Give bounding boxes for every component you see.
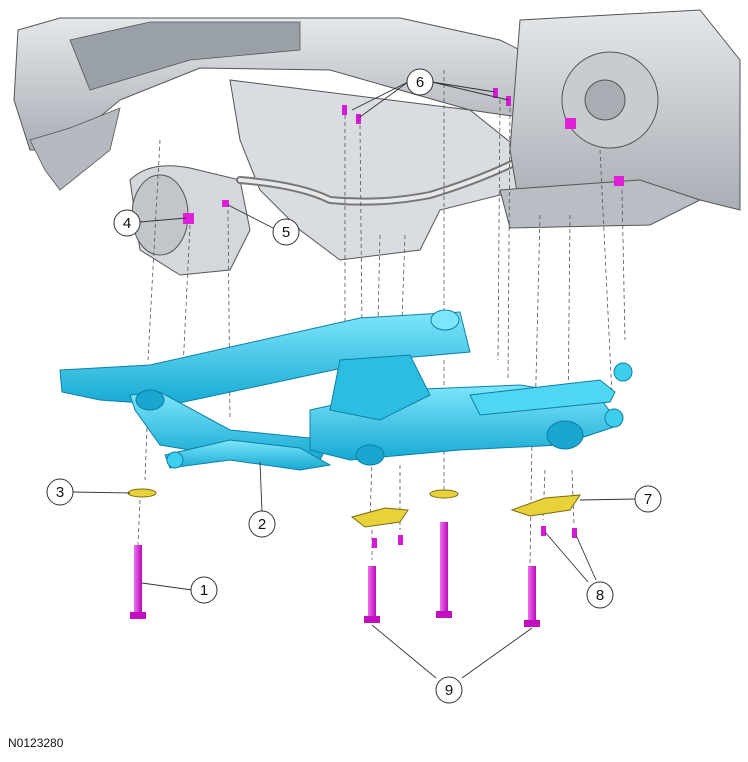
nut-right-lower [614, 176, 624, 186]
bolt-rear-left-head [364, 616, 380, 623]
bracket-right [510, 494, 581, 517]
callout-9: 9 [435, 676, 463, 704]
callout-4-label: 4 [123, 215, 131, 232]
callout-7: 7 [634, 485, 662, 513]
nut-right-upper [565, 118, 576, 129]
callout-2-label: 2 [258, 516, 266, 533]
left-brake-rotor [131, 174, 189, 256]
brackets-and-washers [127, 488, 581, 528]
bolt-long-center-head [436, 611, 452, 618]
leader-lines [71, 81, 637, 679]
steering-rack [469, 379, 616, 416]
right-rear-bushing [546, 420, 584, 450]
bolt-long-left-head [130, 612, 146, 619]
top-bolt-2 [356, 114, 361, 124]
top-bolt-3 [493, 88, 498, 98]
callout-6-label: 6 [416, 74, 424, 91]
front-subframe [59, 309, 633, 471]
stabilizer-bar-highlight [238, 138, 532, 204]
bolt-rear-left [368, 566, 376, 618]
callout-7-label: 7 [644, 491, 652, 508]
bolt-long-center [440, 522, 448, 614]
nut-left [183, 213, 194, 224]
bolt-rear-right-head [524, 620, 540, 627]
tie-rod-end-right [613, 362, 633, 382]
figure-id: N0123280 [8, 736, 64, 750]
callout-1: 1 [190, 576, 218, 604]
subframe-center-rail [329, 354, 431, 421]
tie-rod-end-right-2 [604, 408, 624, 428]
left-front-mount [135, 389, 165, 411]
bracket-center [350, 507, 409, 528]
nut-link-left [222, 200, 229, 207]
callout-4: 4 [113, 209, 141, 237]
washer-left [127, 488, 157, 498]
vehicle-front-body [13, 9, 741, 276]
bolt-long-left [134, 545, 142, 615]
callout-8: 8 [586, 581, 614, 609]
callout-9-label: 9 [445, 682, 453, 699]
fasteners [130, 88, 624, 627]
callout-3-label: 3 [56, 484, 64, 501]
callout-8-label: 8 [596, 587, 604, 604]
left-ball-joint [166, 451, 184, 469]
small-bolt-4 [572, 528, 577, 538]
right-hub [584, 79, 626, 121]
callout-5: 5 [272, 218, 300, 246]
callout-1-label: 1 [200, 582, 208, 599]
small-bolt-3 [541, 526, 546, 536]
top-bolt-4 [506, 96, 511, 106]
callout-6: 6 [406, 68, 434, 96]
washer-center [429, 489, 459, 499]
callout-5-label: 5 [282, 224, 290, 241]
callout-2: 2 [248, 510, 276, 538]
top-bolt-1 [342, 105, 347, 115]
bumper-grille [69, 21, 301, 91]
center-crossmember [229, 79, 521, 261]
center-rear-bushing [355, 444, 385, 466]
callout-3: 3 [46, 478, 74, 506]
subframe-front-beam [59, 311, 471, 406]
center-mount [430, 309, 460, 331]
small-bolt-2 [398, 535, 403, 545]
bumper-lower-lip [29, 107, 121, 191]
callouts: 1 2 3 4 5 6 7 8 [46, 68, 662, 704]
small-bolt-1 [372, 538, 377, 548]
bolt-rear-right [528, 566, 536, 622]
